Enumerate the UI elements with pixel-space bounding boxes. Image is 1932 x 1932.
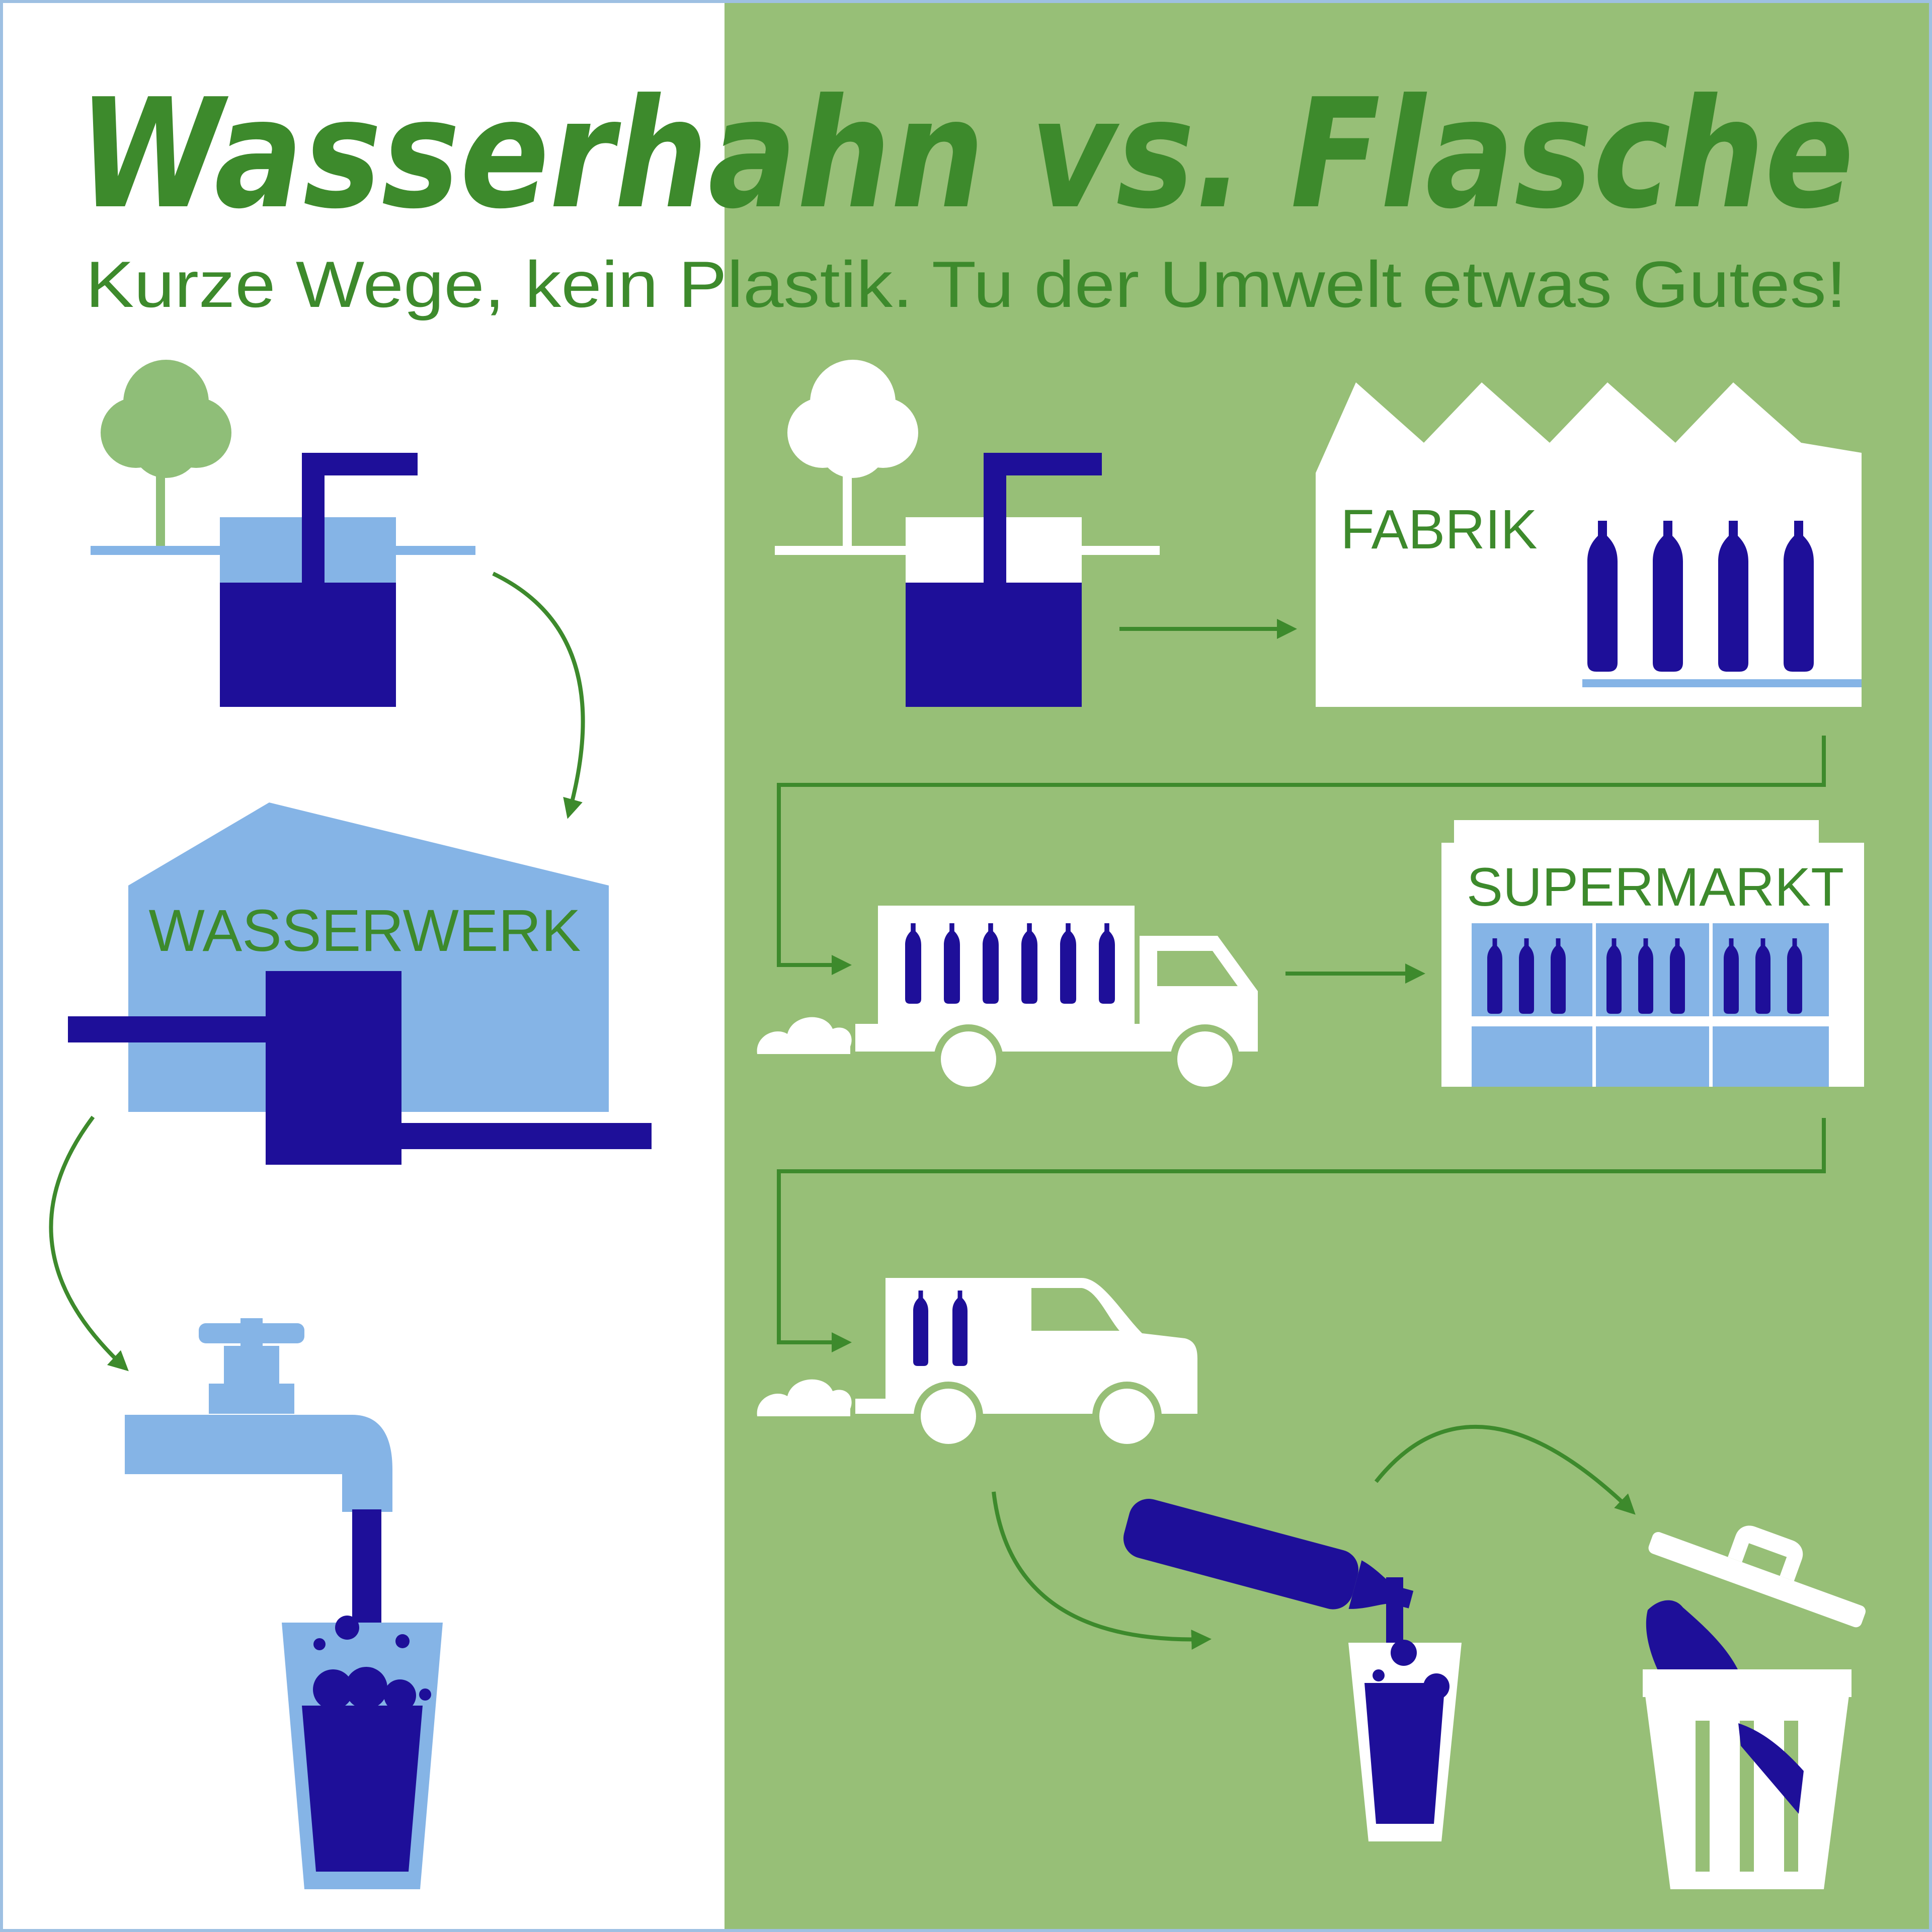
arrow-well-to-wasserwerk xyxy=(492,572,585,819)
source-well-left xyxy=(91,360,475,707)
truck-wheel-front xyxy=(1170,1024,1240,1094)
pouring-bottle-icon xyxy=(1123,1498,1414,1648)
tree-icon xyxy=(787,360,918,551)
arrow-supermarkt-to-van xyxy=(777,1118,1826,1352)
delivery-truck-icon xyxy=(757,906,1258,1094)
well-pump-pipe xyxy=(984,453,1102,583)
water-tap-icon xyxy=(125,1318,392,1512)
van-body xyxy=(855,1278,1197,1414)
truck-window xyxy=(1157,951,1238,986)
supermarkt-counter xyxy=(1472,1026,1829,1087)
delivery-van-icon xyxy=(757,1278,1197,1451)
exhaust-cloud xyxy=(757,1379,852,1416)
arrow-wasserwerk-to-tap xyxy=(49,1115,129,1372)
well-pump-pipe xyxy=(302,453,418,583)
outlet-pipe xyxy=(400,1123,652,1149)
supermarkt-label: SUPERMARKT xyxy=(1467,856,1844,917)
van-window xyxy=(1031,1288,1119,1331)
inlet-pipe xyxy=(68,1016,269,1042)
conveyor-belt xyxy=(1582,679,1862,687)
bottle-stream xyxy=(1386,1577,1403,1648)
truck-wheel-rear xyxy=(934,1024,1003,1094)
page-title: Wasserhahn vs. Flasche xyxy=(78,66,1854,242)
arrow-glass-to-trash xyxy=(1374,1425,1636,1515)
tree-icon xyxy=(101,360,231,553)
discarded-bottle xyxy=(1646,1600,1743,1675)
page-subtitle: Kurze Wege, kein Plastik. Tu der Umwelt … xyxy=(86,248,1846,321)
wasserwerk-label: WASSERWERK xyxy=(149,898,581,964)
wasserwerk-building: WASSERWERK xyxy=(68,802,652,1165)
glass-right-icon xyxy=(1348,1640,1462,1841)
fabrik-building: FABRIK xyxy=(1316,382,1862,707)
supermarkt-building: SUPERMARKT xyxy=(1441,820,1864,1087)
glass-left-icon xyxy=(282,1616,443,1889)
source-well-right xyxy=(775,360,1160,707)
arrow-van-to-glass xyxy=(992,1491,1212,1650)
treatment-block xyxy=(266,971,401,1165)
groundwater-lower xyxy=(906,583,1082,707)
exhaust-cloud xyxy=(757,1017,852,1054)
van-wheel-front xyxy=(1092,1382,1162,1451)
fabrik-label: FABRIK xyxy=(1340,499,1537,560)
supermarkt-roof xyxy=(1454,820,1819,845)
groundwater-lower xyxy=(220,583,396,707)
van-wheel-rear xyxy=(914,1382,983,1451)
trash-can-icon xyxy=(1643,1525,1866,1889)
arrow-fabrik-to-truck xyxy=(777,736,1826,975)
